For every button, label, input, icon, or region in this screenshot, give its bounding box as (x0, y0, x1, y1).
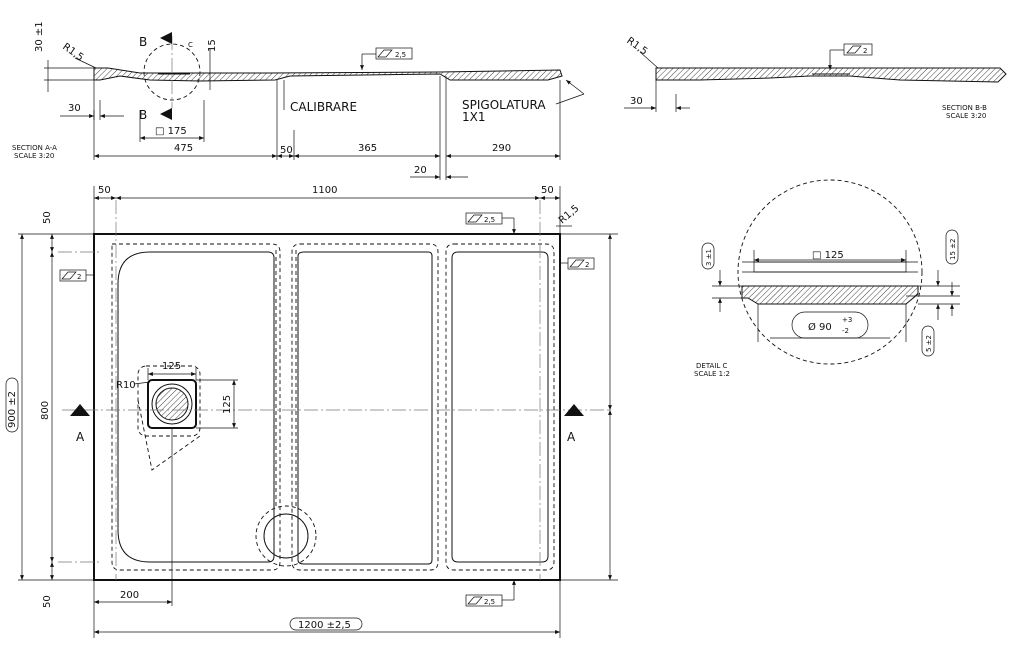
tray-outline (93, 233, 561, 581)
detail-dim-3: 3 ±1 (705, 249, 713, 266)
section-bb-title: SECTION B-B (942, 104, 987, 112)
bb-r15-label: R1,5 (624, 35, 649, 57)
dim-left-800: 800 (40, 401, 51, 420)
dim-30-horiz: 30 (68, 103, 81, 114)
b-top-label: B (139, 35, 147, 49)
c-label: C (188, 41, 193, 49)
detail-tol-minus: -2 (842, 327, 849, 335)
dim-left-50-bottom: 50 (42, 595, 53, 608)
r15-label: R1,5 (60, 41, 85, 63)
detail-c-profile (741, 285, 919, 305)
dim-365: 365 (358, 143, 377, 154)
plan-view: A A 50 1100 50 900 ±2 50 800 50 2,5 R1,5… (5, 185, 618, 638)
spigolatura-note: SPIGOLATURA (462, 98, 546, 112)
dim-475: 475 (174, 143, 193, 154)
detail-dim-15: 15 ±2 (949, 239, 957, 260)
dim-175: □ 175 (155, 126, 187, 137)
dim-1200: 1200 ±2,5 (298, 620, 351, 631)
detail-dim-90: Ø 90 (808, 321, 832, 333)
section-aa-scale: SCALE 3:20 (14, 152, 54, 160)
b-bottom-label: B (139, 108, 147, 122)
dim-top-1100: 1100 (312, 185, 337, 196)
detail-c-circle (737, 179, 923, 365)
dim-15: 15 (207, 39, 218, 52)
detail-dim-125: □ 125 (812, 250, 844, 261)
dim-30-tol: 30 ±1 (34, 21, 45, 52)
section-bb: R1,5 2 30 SECTION B-B SCALE 3:20 (624, 35, 1007, 120)
bb-flat-2-label: 2 (863, 47, 867, 55)
dim-left-50-top: 50 (42, 211, 53, 224)
detail-c-scale: SCALE 1:2 (694, 370, 730, 378)
section-a-left: A (76, 430, 85, 444)
r10-label: R10 (116, 380, 136, 391)
dim-125-horiz: 125 (162, 361, 181, 372)
flat-25-label: 2,5 (395, 51, 406, 59)
section-aa-title: SECTION A-A (12, 144, 57, 152)
section-aa-profile (93, 67, 563, 82)
dim-top-50-right: 50 (541, 185, 554, 196)
section-aa: B B C 30 ±1 R1,5 2,5 15 30 □ 175 CALIBR (12, 21, 585, 180)
detail-dim-5: 5 ±2 (925, 335, 933, 352)
detail-tol-plus: +3 (842, 316, 852, 324)
dim-125-vert: 125 (222, 395, 233, 414)
dim-20: 20 (414, 165, 427, 176)
dim-left-900: 900 ±2 (7, 391, 18, 428)
flat-25-top-label: 2,5 (484, 216, 495, 224)
dim-290: 290 (492, 143, 511, 154)
detail-c: □ 125 Ø 90 +3 -2 3 ±1 15 ±2 5 ±2 DETAIL … (694, 179, 960, 378)
calibrare-note: CALIBRARE (290, 100, 357, 114)
flat-2-right-label: 2 (585, 261, 589, 269)
flat-2-left-label: 2 (77, 273, 81, 281)
detail-c-marker (143, 43, 201, 101)
dim-50: 50 (280, 145, 293, 156)
section-bb-scale: SCALE 3:20 (946, 112, 986, 120)
spigolatura-note-2: 1X1 (462, 110, 486, 124)
dim-top-50-left: 50 (98, 185, 111, 196)
bb-dim-30: 30 (630, 96, 643, 107)
detail-c-title: DETAIL C (696, 362, 728, 370)
flat-25-bottom-label: 2,5 (484, 598, 495, 606)
section-bb-profile (655, 67, 1007, 83)
dim-200: 200 (120, 590, 139, 601)
section-a-right: A (567, 430, 576, 444)
plan-r15-label: R1,5 (557, 203, 582, 226)
